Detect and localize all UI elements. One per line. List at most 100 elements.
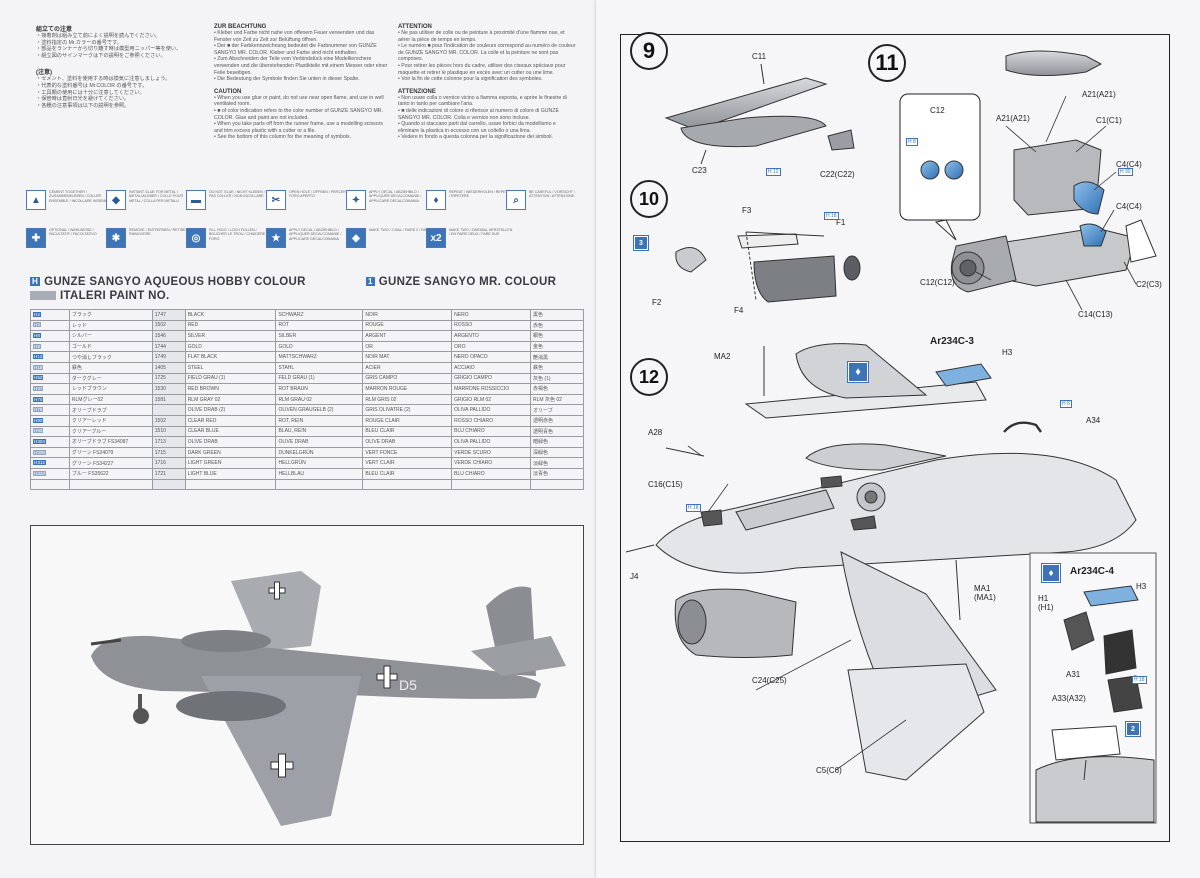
paint-cell: 透明青色 — [530, 425, 584, 438]
colour-callout-h90: H 90 — [1118, 168, 1133, 176]
label-c11: C11 — [752, 52, 767, 61]
repeat-icon: ♦ — [426, 190, 446, 210]
paint-cell — [151, 478, 186, 491]
fuselage-code: D5 — [399, 677, 417, 693]
jp-caution_lines-3: ・保管時は直射日光を避けてください。 — [36, 96, 130, 103]
paint-cell: 1721 — [151, 467, 186, 480]
label-c12-box: C12 — [930, 106, 945, 115]
assembly-frame — [620, 34, 1170, 842]
paint-cell: 1510 — [151, 425, 186, 438]
italeri-paint-heading: _ITALERI PAINT NO. — [30, 290, 170, 302]
de-lines-3: • Die Bedeutung der Symbole finden Sie u… — [214, 76, 360, 83]
paint-cell: 1747 — [151, 309, 186, 321]
it-lines-3: • Vedere in fondo a questa colonna per l… — [398, 134, 553, 141]
symbol-text: MAKE TWO / 2 MAL / FAIRE 2 / FARE 2 — [369, 228, 434, 232]
fr-lines-1: • Le numéro ■ pour l'indication de coule… — [398, 43, 576, 63]
paint-cell: ARGENTO — [451, 330, 532, 342]
make-three-icon: 3 — [633, 235, 649, 251]
jp-lines-3: ・組立図のサインマークは下の説明をご参照ください。 — [36, 52, 166, 59]
hobby-code-cell: H52 — [30, 372, 70, 385]
hobby-code-cell: H78 — [30, 404, 70, 416]
label-h3: H3 — [1002, 348, 1013, 357]
paint-cell: BLACK — [184, 309, 277, 321]
paint-cell: 赤褐色 — [530, 383, 584, 395]
paint-cell: オリーブドラブ — [68, 404, 153, 416]
symbol-text: FILL HOLE / LOCH FÜLLEN / BOUCHER LE TRO… — [209, 228, 270, 241]
hobby-code-cell: H3 — [30, 319, 70, 332]
near-engine — [176, 691, 286, 721]
paint-cell: ROT BRAUN — [275, 383, 364, 395]
paint-cell: CLEAR RED — [184, 414, 277, 427]
paint-cell: 1715 — [151, 446, 186, 459]
jp-caution_lines-0: ・セメント、塗料を使用する時は換気に注意しましょう。 — [36, 76, 171, 83]
open-hole-icon: ✂ — [266, 190, 286, 210]
paint-cell: ブラック — [68, 309, 153, 321]
label-c4-bottom: C4(C4) — [1116, 202, 1142, 211]
paint-cell: RED BROWN — [184, 383, 277, 395]
colour-callout-h12: H 12 — [766, 168, 781, 176]
hobby-code-cell: H2 — [30, 309, 70, 321]
paint-cell — [362, 478, 453, 491]
leader-lines — [687, 95, 1137, 771]
label-a28: A28 — [648, 428, 663, 437]
paint-cell: FLAT BLACK — [184, 351, 277, 363]
paint-cell: BLEU CLAIR — [362, 467, 453, 480]
label-f4: F4 — [734, 306, 744, 315]
paint-cell — [184, 478, 277, 491]
paint-cell: ROUGE CLAIR — [362, 414, 453, 427]
en-notes-lines: • When you use glue or paint, do not use… — [214, 95, 390, 141]
colour-callout-h8b: H 8 — [1060, 400, 1072, 408]
colour-callout-h8: H 8 — [906, 138, 918, 146]
far-wing — [231, 571, 321, 651]
paint-cell: CLEAR BLUE — [184, 425, 277, 438]
cement-icon: ▲ — [26, 190, 46, 210]
label-c14: C14(C13) — [1078, 310, 1113, 319]
en-notes-title: CAUTION — [214, 88, 242, 95]
paint-cell: ROT, REIN — [275, 414, 364, 427]
paint-cell: ROT — [275, 319, 364, 332]
paint-cell: 1749 — [151, 351, 186, 363]
hobby-code-cell: H12 — [30, 351, 70, 363]
paint-cell: グリーン FS34079 — [68, 446, 153, 459]
paint-cell: 金色 — [530, 340, 584, 353]
french-italian-notes: ATTENTION • Ne pas utiliser de colle ou … — [398, 24, 578, 141]
paint-cell: ACIER — [362, 361, 453, 374]
tailplane — [471, 636, 566, 676]
jp-notes-lines: ・接着剤は組み立て前によく説明を読んでください。・塗料指定の Mr.カラーの番号… — [36, 33, 206, 59]
symbol-text: MAKE TWO / ZWEIMAL HERSTELLEN / EN FAIRE… — [449, 228, 513, 237]
hobby-code-cell: H90 — [30, 414, 70, 427]
paint-cell: 1744 — [151, 340, 186, 353]
right-instruction-page: 9 11 10 12 C11 C23 C22(C22) C12 A21(A21)… — [596, 0, 1200, 878]
hobby-code-cell: H9 — [30, 340, 70, 353]
step11-parts — [899, 50, 1157, 293]
assembly-drawings — [625, 50, 1157, 824]
fill-hole-icon: ◎ — [186, 228, 206, 248]
paint-cell: レッドブラウン — [68, 383, 153, 395]
paint-cell: MARRONE ROSSICCIO — [451, 383, 532, 395]
paint-cell: OLIVE DRAB — [275, 436, 364, 448]
symbol-text: BE CAREFUL / VORSICHT / ATTENTION / ATTE… — [529, 190, 575, 199]
left-instruction-page: 組立ての注意 ・接着剤は組み立て前によく説明を読んでください。・塗料指定の Mr… — [0, 0, 596, 878]
paint-cell: ROSSO — [451, 319, 532, 332]
paint-cell: ブルー FS35622 — [68, 467, 153, 480]
it-lines-1: • ■ delle indicazioni di colore si rifer… — [398, 107, 559, 121]
symbol-text: REMOVE / ENTFERNEN / RETIRER / RIMUOVERE — [129, 228, 191, 237]
paint-cell: 1725 — [151, 372, 186, 385]
paint-cell — [68, 478, 153, 491]
jp-notes-title: 組立ての注意 — [36, 27, 73, 33]
paint-cell: 1405 — [151, 361, 186, 374]
paint-cell: HELLBLAU — [275, 467, 364, 480]
paint-cell: 淡青色 — [530, 467, 584, 480]
paint-cell: 鉄色 — [68, 361, 153, 374]
hobby-code-cell: H18 — [30, 361, 70, 374]
paint-cell: BLU CHIARO — [451, 425, 532, 438]
fr-lines-0: • Ne pas utiliser de colle ou de peintur… — [398, 30, 565, 43]
label-c16: C16(C15) — [648, 480, 683, 489]
paint-cell: LIGHT GREEN — [184, 457, 277, 469]
